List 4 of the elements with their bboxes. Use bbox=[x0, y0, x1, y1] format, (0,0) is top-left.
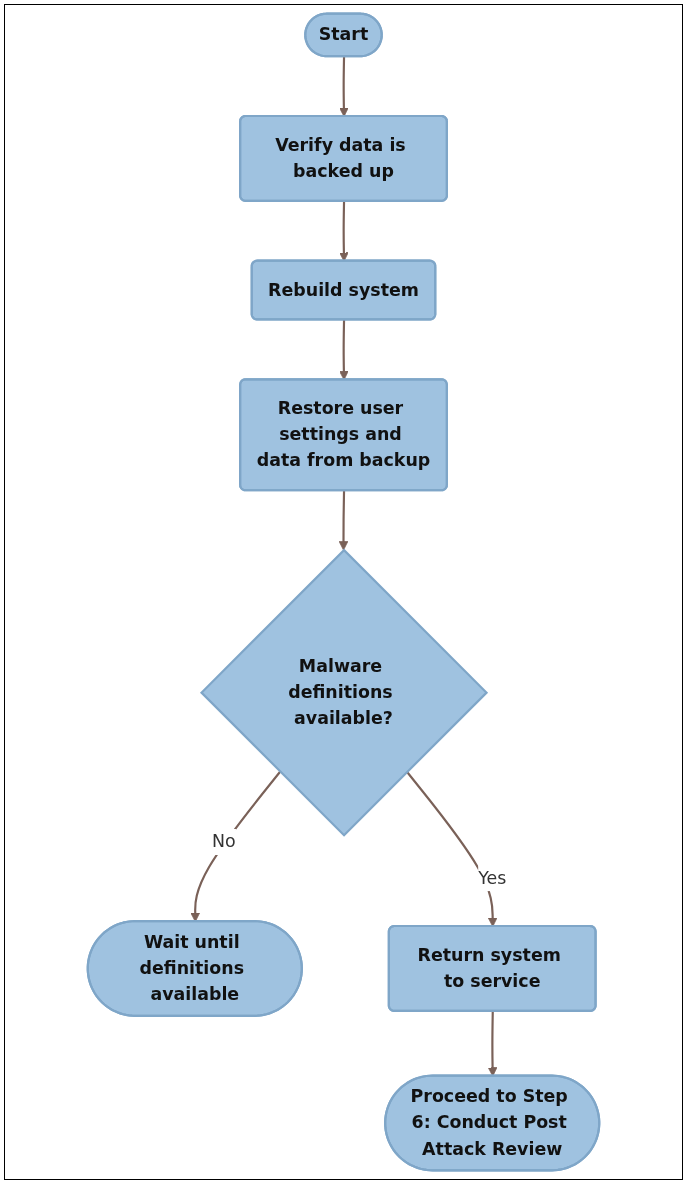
edge-label: No bbox=[211, 831, 236, 852]
edge-label: Yes bbox=[478, 867, 507, 888]
arrow bbox=[338, 490, 349, 551]
arrow bbox=[406, 771, 498, 927]
